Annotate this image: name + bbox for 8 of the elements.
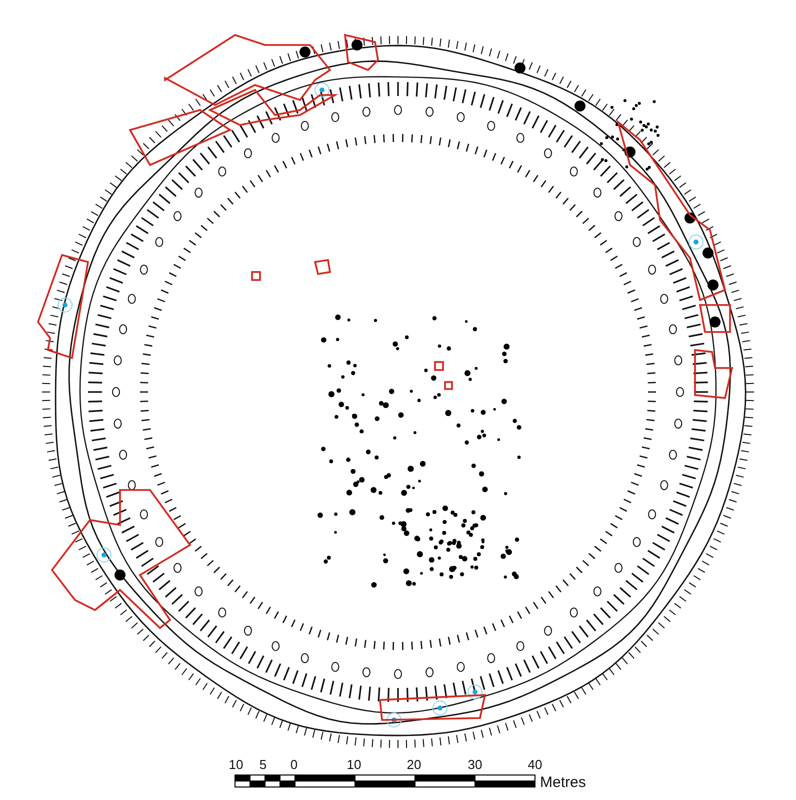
scale-label: 40 xyxy=(528,757,542,772)
scale-label: 5 xyxy=(259,757,267,772)
scale-label: 10 xyxy=(228,757,244,772)
unit-label: Metres xyxy=(540,774,586,791)
scale-label: 10 xyxy=(346,757,362,772)
scale-label: 0 xyxy=(290,757,298,772)
scale-label: 30 xyxy=(468,757,482,772)
scale-label: 20 xyxy=(406,757,422,772)
